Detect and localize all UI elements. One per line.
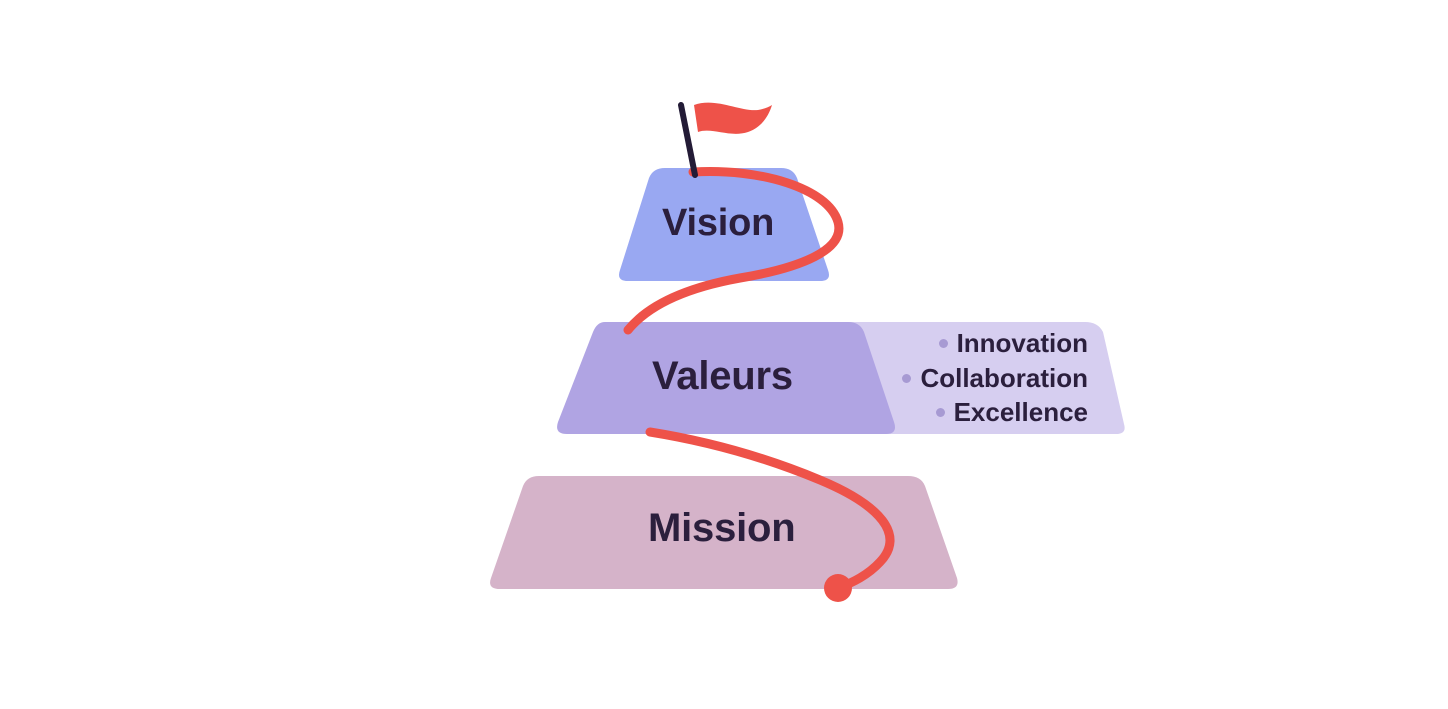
tier-label-mission: Mission: [648, 506, 796, 550]
journey-path-curve-lower: [645, 427, 895, 592]
tier-shape-valeurs[interactable]: [557, 322, 895, 434]
list-item[interactable]: Excellence: [856, 395, 1088, 430]
list-item-label: Excellence: [953, 397, 1088, 427]
list-item-label: Innovation: [956, 328, 1088, 358]
tier-shape-mission[interactable]: [490, 476, 958, 589]
bullet-dot-icon: [935, 408, 945, 418]
bullet-dot-icon: [902, 373, 912, 383]
journey-path-curve: [623, 167, 844, 335]
goal-flag-banner-icon: [694, 102, 772, 134]
journey-endpoint-dot: [824, 574, 852, 602]
tier-shape-vision[interactable]: [619, 168, 829, 281]
tier-label-vision: Vision: [662, 202, 775, 244]
list-item[interactable]: Innovation: [856, 326, 1088, 361]
goal-flag-pole-icon: [678, 102, 698, 178]
list-item-label: Collaboration: [920, 362, 1088, 393]
values-list: Innovation Collaboration Excellence: [856, 326, 1088, 430]
tier-label-valeurs: Valeurs: [652, 354, 793, 398]
values-side-panel[interactable]: [846, 322, 1125, 434]
list-item[interactable]: Collaboration: [856, 361, 1088, 396]
bullet-dot-icon: [938, 339, 948, 349]
